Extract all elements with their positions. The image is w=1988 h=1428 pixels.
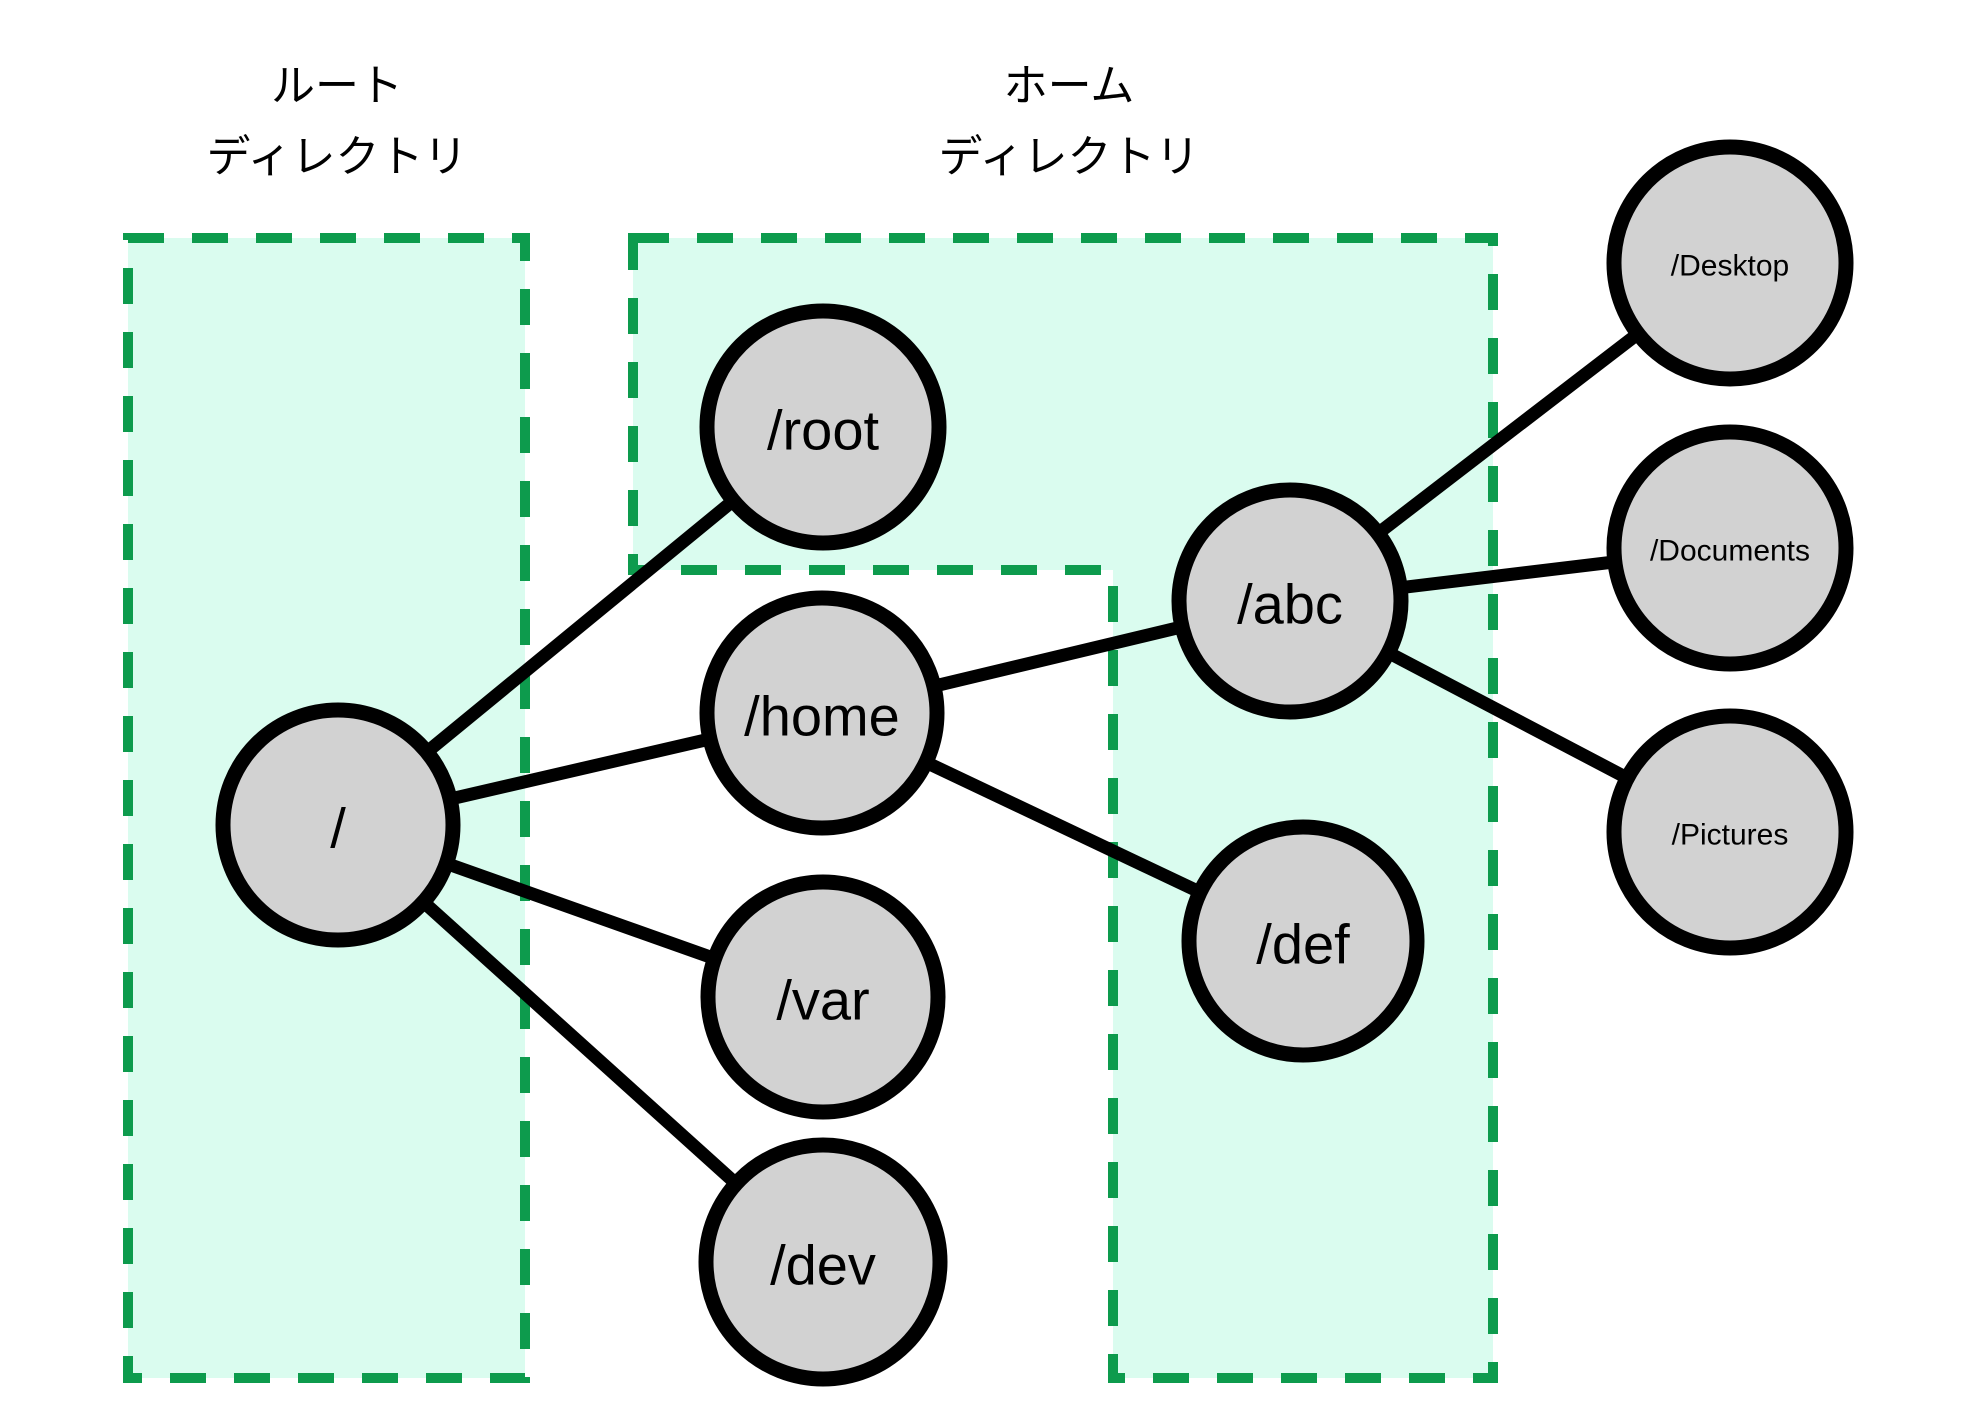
node-home-circle [699,590,945,836]
node-def-label: /def [1256,913,1350,976]
node-pictures-circle [1606,708,1854,956]
node-var-circle [700,874,946,1120]
node-dev-label: /dev [770,1234,876,1297]
node-home-label: /home [744,685,900,748]
node-abc: /abc [1171,482,1409,720]
node-pictures: /Pictures [1606,708,1854,956]
region-titles: ルート ディレクトリ ホーム ディレクトリ [207,62,1200,182]
home-directory-title-line1: ホーム [1004,62,1135,111]
root-directory-title-line2: ディレクトリ [207,133,468,182]
node-var: /var [700,874,946,1120]
node-root: /root [699,303,947,551]
node-desktop-circle [1606,139,1854,387]
node-documents-circle [1606,424,1854,672]
node-var-label: /var [776,969,869,1032]
node-desktop: /Desktop [1606,139,1854,387]
node-def-circle [1181,819,1425,1063]
node-desktop-label: /Desktop [1671,250,1789,283]
node-pictures-label: /Pictures [1672,819,1789,852]
node-slash-label: / [330,797,346,860]
node-def: /def [1181,819,1425,1063]
root-directory-title-line1: ルート [271,62,403,111]
nodes: / /root /home /var /dev /abc [215,139,1854,1387]
node-documents-label: /Documents [1650,535,1810,568]
node-dev: /dev [698,1137,948,1387]
home-directory-title-line2: ディレクトリ [939,133,1200,182]
node-dev-circle [698,1137,948,1387]
node-root-circle [699,303,947,551]
node-abc-label: /abc [1237,573,1343,636]
node-slash-circle [215,702,461,948]
node-abc-circle [1171,482,1409,720]
node-slash: / [215,702,461,948]
node-home: /home [699,590,945,836]
node-root-label: /root [767,399,879,462]
node-documents: /Documents [1606,424,1854,672]
